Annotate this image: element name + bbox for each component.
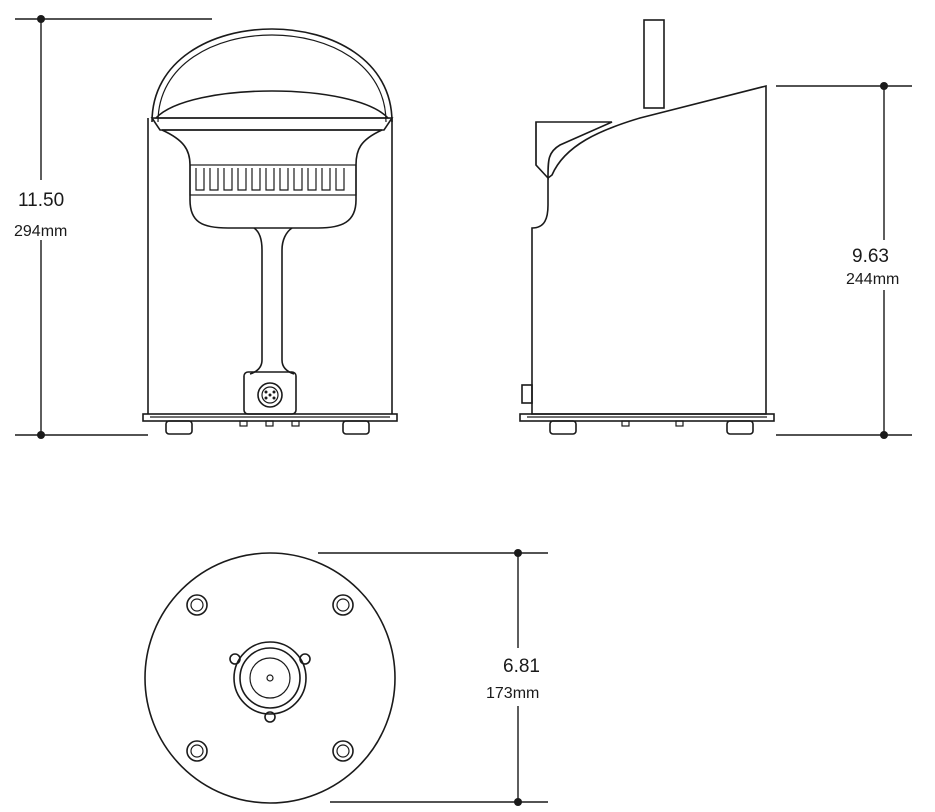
front-height-mm-label: 294mm — [14, 223, 67, 240]
cooling-fins — [195, 168, 345, 191]
dimension-front-height: 11.50 294mm — [10, 15, 212, 439]
front-view — [142, 28, 398, 435]
side-height-inches-label: 9.63 — [852, 246, 889, 267]
mounting-holes — [186, 594, 354, 762]
side-view — [519, 19, 775, 435]
dimension-side-height: 9.63 244mm — [776, 82, 916, 439]
base-diameter-mm-label: 173mm — [486, 685, 539, 702]
bottom-view — [144, 552, 396, 804]
dimension-base-diameter: 6.81 173mm — [318, 549, 556, 806]
base-diameter-inches-label: 6.81 — [503, 656, 540, 677]
connector-icon — [257, 382, 283, 408]
front-height-inches-label: 11.50 — [18, 190, 64, 211]
side-height-mm-label: 244mm — [846, 271, 899, 288]
